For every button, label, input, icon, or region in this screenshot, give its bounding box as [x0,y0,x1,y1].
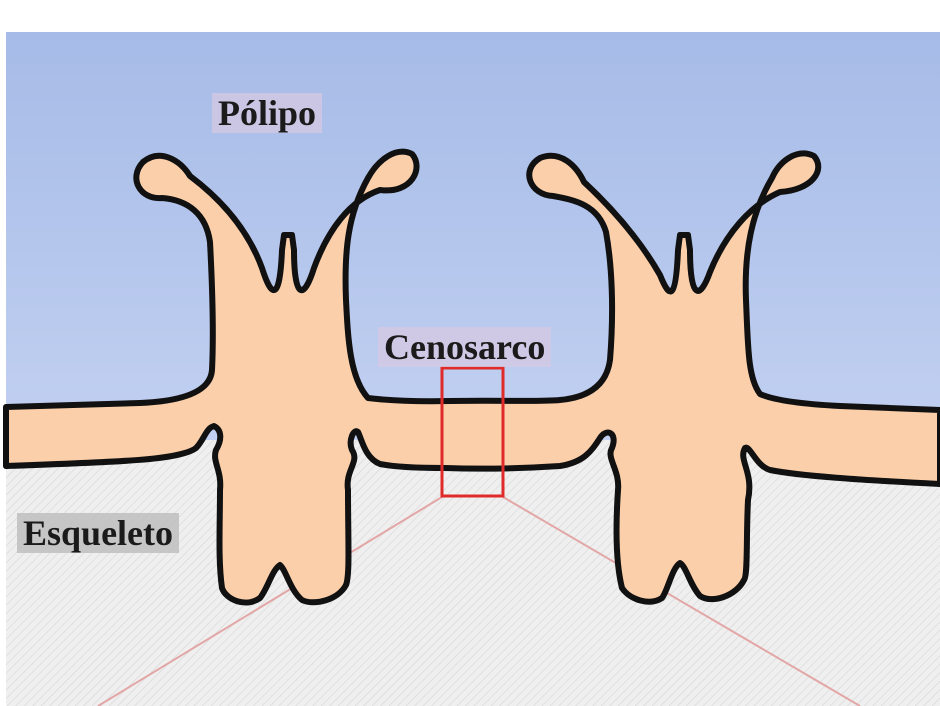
polyp-label: Pólipo [212,93,322,133]
top-margin [0,0,940,32]
coenosarc-label: Cenosarco [378,327,551,367]
skeleton-background [6,440,940,706]
skeleton-label: Esqueleto [17,513,179,553]
